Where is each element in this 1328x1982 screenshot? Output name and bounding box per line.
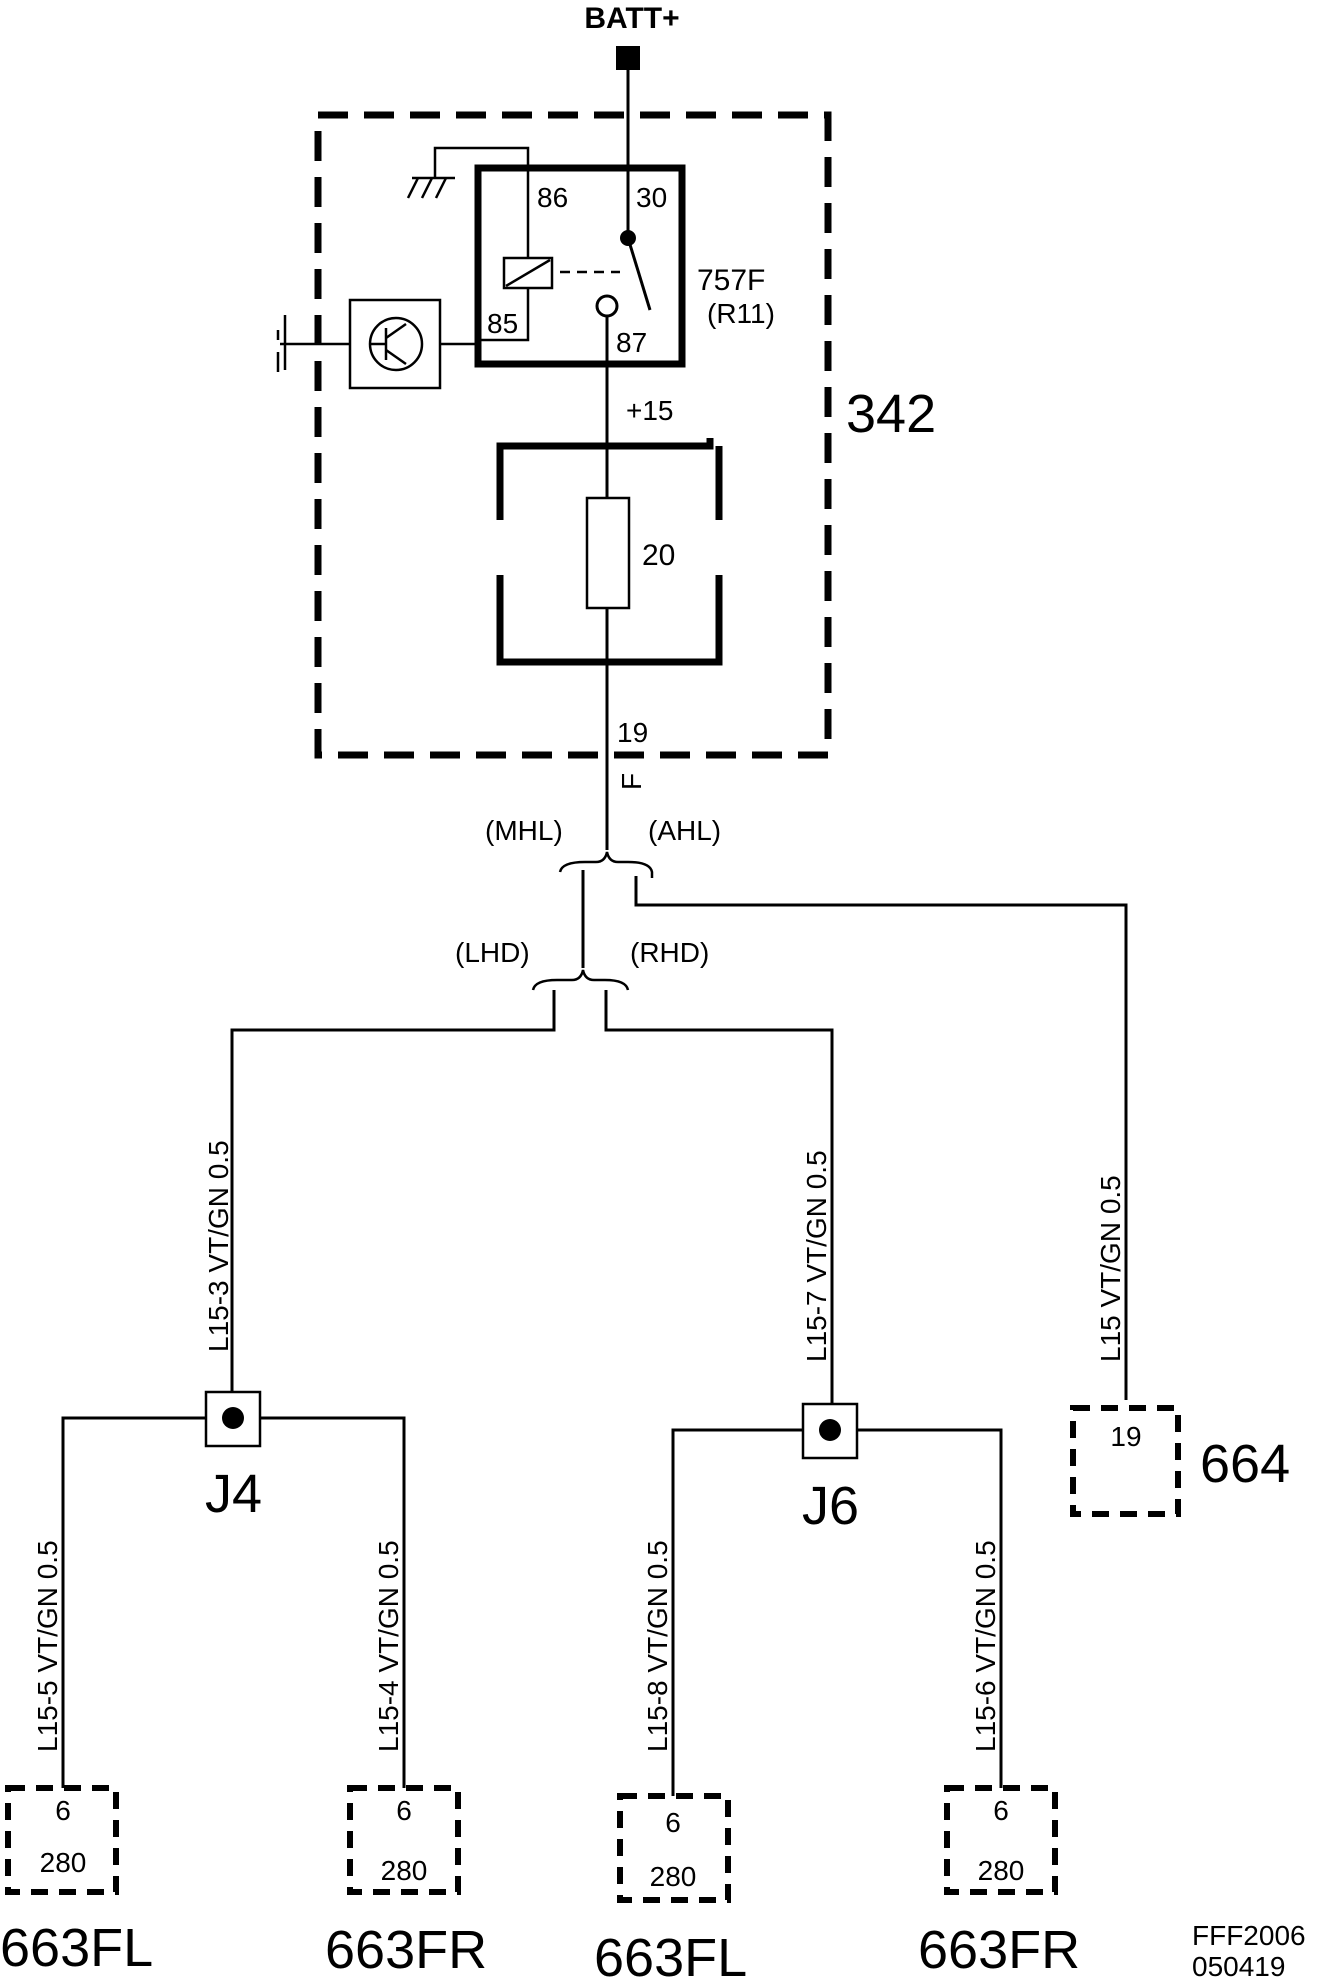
variant-ahl: (AHL) xyxy=(648,815,721,846)
relay-pin-30: 30 xyxy=(636,182,667,213)
batt-terminal xyxy=(616,46,640,70)
fuse-rating: 20 xyxy=(642,539,675,572)
connector-663fr-2-pin: 6 xyxy=(993,1795,1009,1826)
connector-663fr-1-label: 663FR xyxy=(325,1920,487,1980)
footer-code: FFF2006 xyxy=(1192,1920,1306,1951)
wire-l15-4: L15-4 VT/GN 0.5 xyxy=(373,1540,404,1752)
connector-664-pin: 19 xyxy=(1110,1421,1141,1452)
relay-label: 757F xyxy=(697,264,765,297)
connector-663fr-2-num: 280 xyxy=(978,1855,1025,1886)
fuse-out-pin: 19 xyxy=(617,717,648,748)
connector-663fl-1-num: 280 xyxy=(40,1847,87,1878)
fuse-icon xyxy=(585,496,631,610)
relay-pin-85: 85 xyxy=(487,308,518,339)
wire-l15-8: L15-8 VT/GN 0.5 xyxy=(642,1540,673,1752)
footer-date: 050419 xyxy=(1192,1951,1285,1982)
variant-mhl: (MHL) xyxy=(485,815,563,846)
batt-label: BATT+ xyxy=(584,2,679,35)
junction-j4-label: J4 xyxy=(205,1464,262,1524)
wire-l15-6: L15-6 VT/GN 0.5 xyxy=(970,1540,1001,1752)
connector-663fr-2 xyxy=(944,1785,1058,1895)
connector-663fr-2-label: 663FR xyxy=(918,1920,1080,1980)
connector-663fl-2-pin: 6 xyxy=(665,1807,681,1838)
relay-box xyxy=(474,164,686,368)
connector-664-label: 664 xyxy=(1200,1434,1290,1494)
connector-663fr-1-pin: 6 xyxy=(396,1795,412,1826)
relay-coil-icon xyxy=(478,168,620,342)
connector-663fl-1-label: 663FL xyxy=(0,1918,153,1978)
wire-l15-5: L15-5 VT/GN 0.5 xyxy=(32,1540,63,1752)
junction-j6-label: J6 xyxy=(802,1476,859,1536)
fuse-box xyxy=(496,438,723,666)
connector-663fl-1 xyxy=(5,1785,119,1895)
connector-663fr-1 xyxy=(347,1785,461,1895)
variant-rhd: (RHD) xyxy=(630,937,709,968)
fuse-out-letter: F xyxy=(616,773,647,790)
relay-pin-86: 86 xyxy=(537,182,568,213)
relay-alt-label: (R11) xyxy=(707,298,775,329)
connector-663fl-1-pin: 6 xyxy=(55,1795,71,1826)
transistor-icon xyxy=(276,298,478,390)
relay-pin-87: 87 xyxy=(616,327,647,358)
module-342-boundary xyxy=(314,111,832,759)
connector-663fr-1-num: 280 xyxy=(381,1855,428,1886)
wire-l15-3: L15-3 VT/GN 0.5 xyxy=(203,1140,234,1352)
fuse-feed-label: +15 xyxy=(626,395,674,426)
module-342-label: 342 xyxy=(846,384,936,444)
connector-663fl-2-num: 280 xyxy=(650,1861,697,1892)
ground-icon xyxy=(406,146,530,199)
variant-lhd: (LHD) xyxy=(455,937,530,968)
connector-663fl-2-label: 663FL xyxy=(594,1928,747,1982)
relay-switch-icon xyxy=(595,168,652,318)
connector-663fl-2 xyxy=(617,1793,731,1903)
wire-l15-7: L15-7 VT/GN 0.5 xyxy=(801,1150,832,1362)
wire-l15: L15 VT/GN 0.5 xyxy=(1095,1175,1126,1362)
connector-664 xyxy=(1070,1405,1181,1517)
